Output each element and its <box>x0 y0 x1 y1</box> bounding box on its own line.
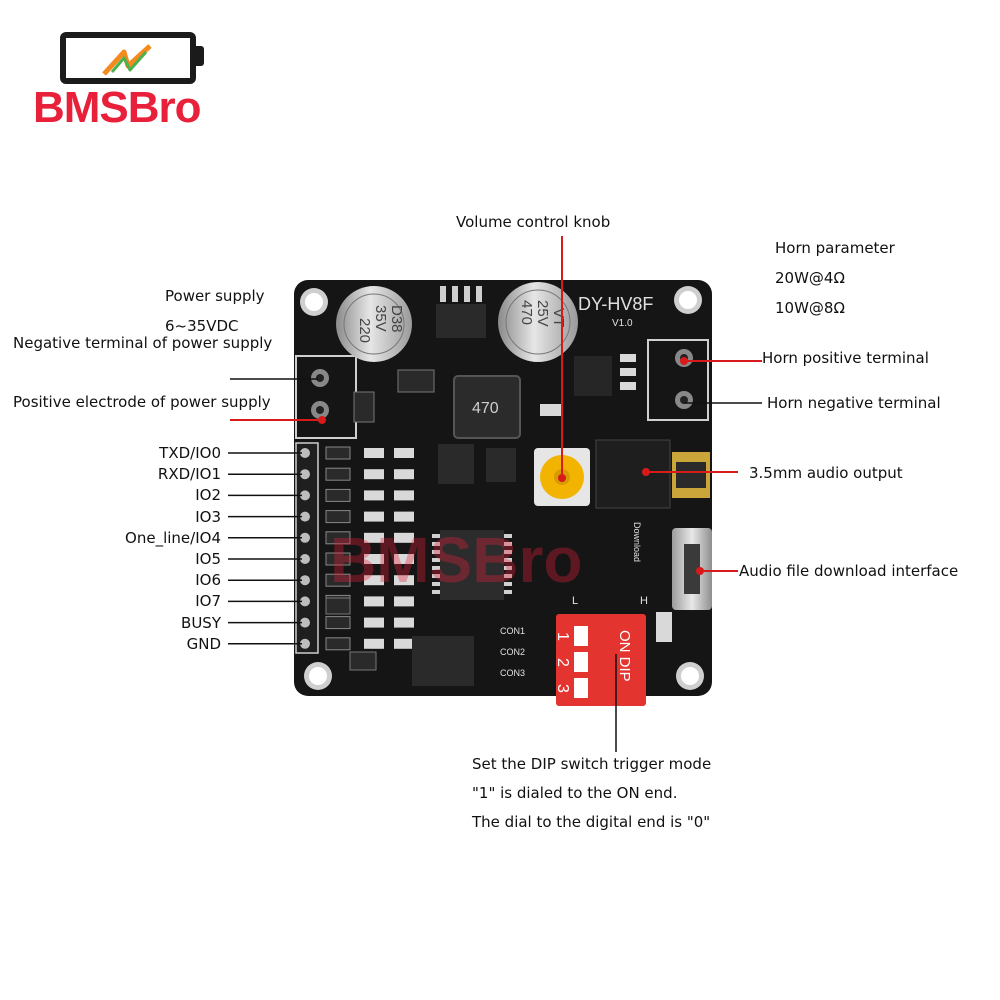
label-dip-line-2: "1" is dialed to the ON end. <box>472 784 678 802</box>
regulator-ic <box>436 286 486 338</box>
label-horn-spec-8ohm: 10W@8Ω <box>775 299 845 317</box>
label-dip-line-1: Set the DIP switch trigger mode <box>472 755 712 773</box>
capacitor-right: 470 25V VT <box>498 282 578 362</box>
label-download-interface: Audio file download interface <box>739 562 959 580</box>
board-version: V1.0 <box>612 318 633 329</box>
pin-label-0: TXD/IO0 <box>159 444 221 462</box>
board-model: DY-HV8F <box>578 294 653 314</box>
header-pin-7 <box>300 596 310 607</box>
header-pin-9 <box>300 638 310 649</box>
header-pin-3 <box>300 511 310 522</box>
l-marking: L <box>572 595 578 607</box>
con2-marking: CON2 <box>500 647 525 657</box>
pin-label-4: One_line/IO4 <box>125 528 221 547</box>
label-horn-positive: Horn positive terminal <box>762 349 929 367</box>
cap-left-voltage: 35V <box>372 305 389 332</box>
inductor-marking: 470 <box>472 400 499 417</box>
header-pin-2 <box>300 490 310 501</box>
label-power-voltage: 6~35VDC <box>165 317 239 335</box>
label-horn-negative: Horn negative terminal <box>767 394 941 412</box>
dip-number-3: 3 <box>554 684 571 693</box>
audio-jack <box>595 439 710 509</box>
mounting-hole-top-left <box>300 288 328 316</box>
header-pin-6 <box>300 575 310 586</box>
dip-number-2: 2 <box>554 658 571 667</box>
capacitor-left: 220 35V D38 <box>336 286 412 362</box>
label-horn-parameter: Horn parameter <box>775 239 895 257</box>
label-positive-power: Positive electrode of power supply <box>13 393 271 411</box>
brand-name: BMSBro <box>33 83 202 132</box>
pin-label-6: IO6 <box>195 571 221 590</box>
pin-label-9: GND <box>186 634 221 653</box>
mounting-hole-bottom-left <box>304 662 332 690</box>
cap-right-code: VT <box>550 308 567 327</box>
pin-label-1: RXD/IO1 <box>157 465 221 484</box>
mounting-hole-bottom-right <box>676 662 704 690</box>
pin-label-8: BUSY <box>181 613 221 632</box>
label-horn-spec-4ohm: 20W@4Ω <box>775 269 845 287</box>
usb-port <box>672 528 712 610</box>
leader-lines <box>228 236 762 752</box>
h-marking: H <box>640 595 648 607</box>
header-pin-1 <box>300 469 310 480</box>
header-pin-4 <box>300 532 310 543</box>
con1-marking: CON1 <box>500 626 525 636</box>
main-chip <box>432 530 512 600</box>
dip-switch: 1 2 3 ON DIP <box>554 614 646 706</box>
inductor: 470 <box>453 375 521 439</box>
cap-left-code: D38 <box>388 305 405 333</box>
dip-on-marking: ON DIP <box>616 630 633 682</box>
label-volume-knob: Volume control knob <box>456 213 611 231</box>
dip-number-1: 1 <box>554 632 571 641</box>
cap-right-value: 470 <box>518 300 535 325</box>
download-marking: Download <box>632 522 642 562</box>
header-pin-0 <box>300 448 310 458</box>
amplifier-ic <box>412 636 474 686</box>
pin-label-3: IO3 <box>195 507 221 526</box>
con3-marking: CON3 <box>500 668 525 678</box>
header-pin-8 <box>300 617 310 628</box>
label-power-supply: Power supply <box>165 287 265 305</box>
power-terminal-block <box>311 369 329 419</box>
battery-cap-icon <box>196 46 204 66</box>
label-negative-power: Negative terminal of power supply <box>13 334 273 352</box>
label-dip-line-3: The dial to the digital end is "0" <box>472 813 711 831</box>
header-pin-5 <box>300 554 310 564</box>
pin-label-7: IO7 <box>195 592 221 611</box>
watermark: BMSBro <box>330 524 582 596</box>
cap-left-value: 220 <box>356 318 373 343</box>
pin-label-2: IO2 <box>195 486 221 505</box>
cap-right-voltage: 25V <box>534 300 551 327</box>
mounting-hole-top-right <box>674 286 702 314</box>
pin-label-5: IO5 <box>195 550 221 568</box>
smd-resistor-array <box>325 446 414 651</box>
battery-logo-icon <box>60 32 196 84</box>
label-audio-output: 3.5mm audio output <box>749 464 903 482</box>
